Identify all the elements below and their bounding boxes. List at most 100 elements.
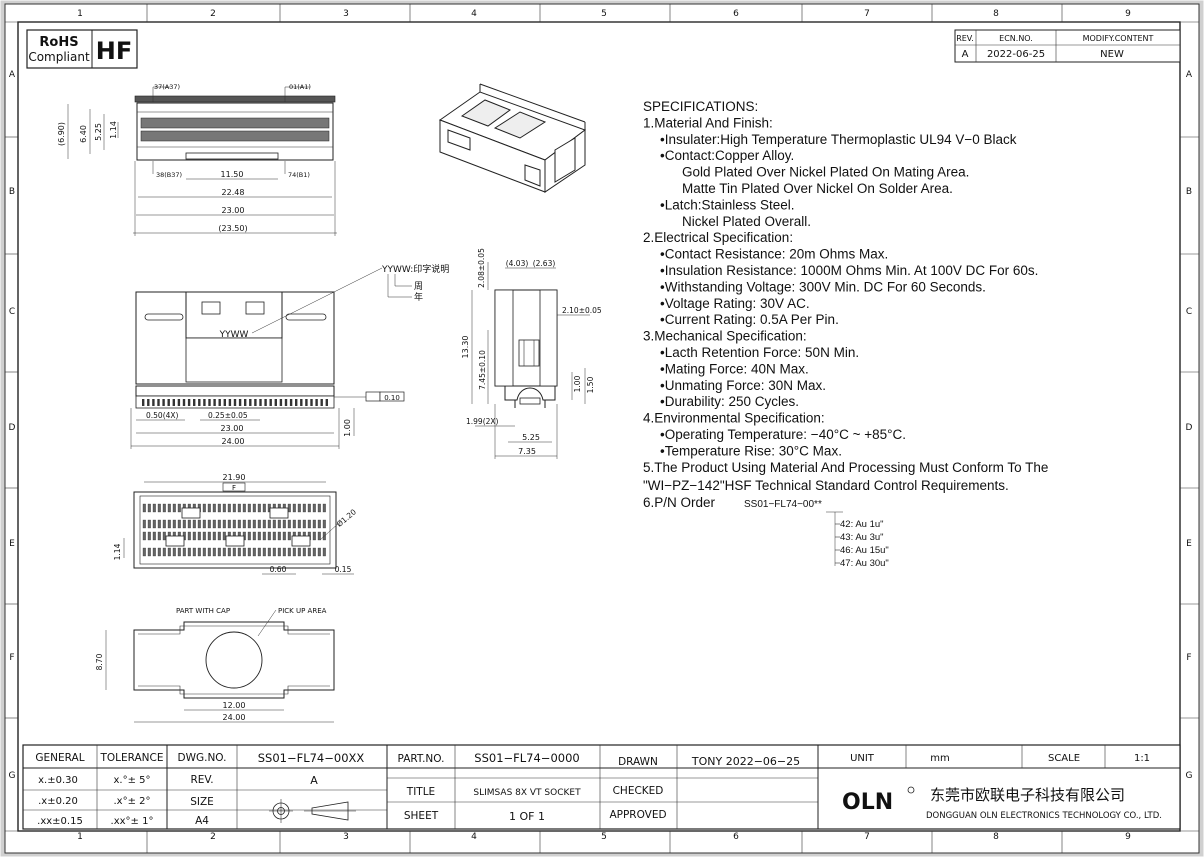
pad: [152, 519, 156, 529]
pin: [203, 399, 206, 406]
approved-label: APPROVED: [609, 809, 666, 821]
pad: [317, 547, 321, 557]
pn-option: 47: Au 30u": [840, 558, 889, 569]
pn-option: 42: Au 1u": [840, 519, 884, 530]
pad: [202, 519, 206, 529]
pad: [277, 519, 281, 529]
spec-line: •Current Rating: 0.5A Per Pin.: [660, 312, 839, 327]
drawn-value: TONY 2022−06−25: [691, 755, 800, 768]
column-marker: 7: [864, 9, 870, 19]
projection-symbol-icon: [269, 799, 356, 823]
pad: [207, 519, 211, 529]
pad: [312, 547, 316, 557]
pad: [212, 547, 216, 557]
pin: [274, 399, 277, 406]
spec-line: Gold Plated Over Nickel Plated On Mating…: [682, 165, 969, 180]
pn-order-code: SS01−FL74−00**: [744, 499, 822, 510]
row-marker: F: [1186, 653, 1191, 663]
pad: [197, 547, 201, 557]
pad: [222, 519, 226, 529]
pin: [182, 399, 186, 406]
rev-value: A: [310, 774, 318, 787]
dim-22-48: 22.48: [222, 188, 245, 197]
dim-12-00: 12.00: [223, 701, 246, 710]
pad: [152, 503, 156, 513]
pad: [232, 503, 236, 513]
pad: [157, 547, 161, 557]
column-marker: 9: [1125, 9, 1131, 19]
spec-line: •Mating Force: 40N Max.: [660, 361, 809, 376]
spec-line: 1.Material And Finish:: [643, 115, 773, 130]
pin: [269, 399, 272, 406]
column-marker: 1: [77, 832, 83, 842]
pad: [152, 547, 156, 557]
pad: [267, 519, 271, 529]
spec-line: 3.Mechanical Specification:: [643, 329, 807, 344]
spec-line: 4.Environmental Specification:: [643, 411, 825, 426]
pad: [167, 519, 171, 529]
pin: [177, 399, 181, 406]
footprint-view: 21.90 F 1.14 0.60 0.15 Ø1.20: [113, 473, 358, 575]
column-marker: 3: [343, 832, 349, 842]
pad: [307, 547, 311, 557]
marking-note: YYWW:印字说明: [381, 263, 449, 275]
footprint-pad-rows: [142, 503, 326, 557]
pad: [312, 531, 316, 541]
column-marker: 4: [471, 9, 477, 19]
column-marker: 6: [733, 9, 739, 19]
pn-order-block: 6.P/N Order SS01−FL74−00** 42: Au 1u"43:…: [643, 495, 889, 569]
spec-line: 2.Electrical Specification:: [643, 230, 793, 245]
modify-value: NEW: [1100, 49, 1124, 60]
pad: [187, 519, 191, 529]
pick-up-area-label: PICK UP AREA: [278, 607, 327, 615]
pad: [287, 519, 291, 529]
dim-7-45: 7.45±0.10: [478, 350, 487, 390]
pad: [312, 519, 316, 529]
pad: [252, 547, 256, 557]
pad: [202, 531, 206, 541]
pin: [187, 399, 191, 406]
column-marker: 7: [864, 832, 870, 842]
spec-line: •Insulater:High Temperature Thermoplasti…: [660, 132, 1017, 147]
pad: [157, 519, 161, 529]
pin: [213, 399, 216, 406]
spec-line: •Voltage Rating: 30V AC.: [660, 296, 810, 311]
column-marker: 3: [343, 9, 349, 19]
dim-front-1-00: 1.00: [343, 419, 352, 437]
pad: [142, 547, 146, 557]
pin: [228, 399, 232, 406]
pin: [162, 399, 165, 406]
pad: [247, 503, 251, 513]
pin: [193, 399, 196, 406]
pad: [317, 519, 321, 529]
pad: [267, 531, 271, 541]
pad: [227, 503, 231, 513]
cap-view: PART WITH CAP PICK UP AREA 8.70 12.00 24…: [95, 607, 335, 723]
pad: [247, 531, 251, 541]
top-view: 37(A37) 01(A1) 38(B37) 74(B1) 11.50 22.4…: [57, 83, 337, 236]
spec-line: •Insulation Resistance: 1000M Ohms Min. …: [660, 263, 1038, 278]
pad: [172, 519, 176, 529]
dim-bottom-1-14: 1.14: [113, 543, 122, 560]
isometric-view: [438, 83, 587, 193]
pin: [152, 399, 155, 406]
pad: [217, 547, 221, 557]
pad: [207, 531, 211, 541]
dim-1-14: 1.14: [109, 121, 118, 139]
part-no-value: SS01−FL74−0000: [474, 751, 579, 765]
pad: [262, 531, 266, 541]
dim-13-30: 13.30: [461, 336, 470, 359]
pad: [207, 547, 211, 557]
pad: [202, 547, 206, 557]
pin: [254, 399, 257, 406]
pin: [310, 399, 313, 406]
pad: [277, 531, 281, 541]
spec-line: •Unmating Force: 30N Max.: [660, 378, 826, 393]
column-marker: 8: [993, 9, 999, 19]
row-marker: B: [9, 187, 15, 197]
pin: [157, 399, 160, 406]
rev-header: REV.: [956, 34, 974, 43]
dim-2-08: 2.08±0.05: [477, 248, 486, 288]
ecn-header: ECN.NO.: [999, 34, 1033, 43]
